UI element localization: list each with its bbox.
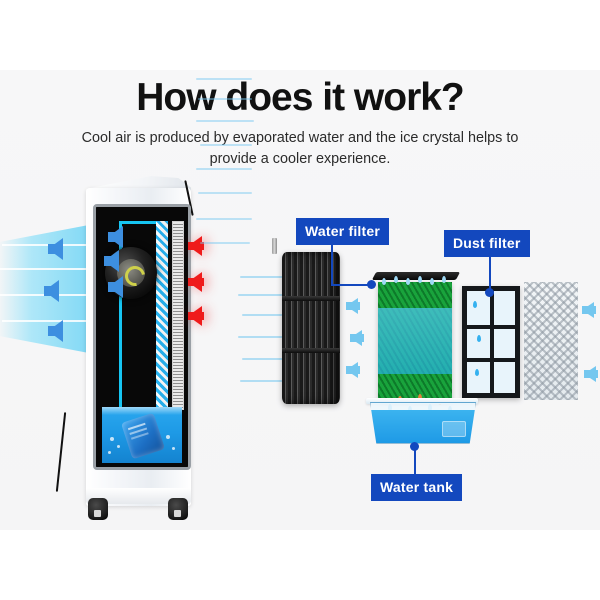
airflow-arrow <box>582 302 596 318</box>
ice-pack-icon <box>120 412 166 460</box>
leader-water-filter <box>331 284 371 286</box>
water-reservoir <box>102 407 182 463</box>
leader-dot-water-filter <box>367 280 376 289</box>
airflow-streak <box>2 244 90 246</box>
exploded-filter-diagram <box>238 190 598 500</box>
airflow-streak <box>0 268 92 270</box>
caster-wheel-icon <box>88 498 108 520</box>
cool-air-arrow <box>48 238 63 260</box>
cooler-base <box>86 488 191 504</box>
internal-air-arrow <box>104 250 119 272</box>
leader-dot-water-tank <box>410 442 419 451</box>
callout-water-filter[interactable]: Water filter <box>296 218 390 245</box>
airflow-arrow <box>346 298 360 314</box>
airflow-arrow <box>584 366 598 382</box>
page-title: How does it work? <box>136 76 465 119</box>
filter-frame-panel <box>462 286 520 398</box>
blower-shaft <box>272 238 277 254</box>
leader-dust-filter <box>489 257 491 291</box>
water-tank-vessel <box>370 402 476 444</box>
airflow-arrow <box>346 362 360 378</box>
airflow-streak <box>2 320 90 322</box>
evaporative-water-filter <box>378 282 452 402</box>
rear-grill <box>172 221 184 410</box>
internal-air-arrow <box>108 276 123 298</box>
internal-air-arrow <box>108 226 123 248</box>
warm-air-arrow <box>188 272 204 292</box>
dust-mesh-filter <box>524 282 578 400</box>
background-airflow <box>196 60 256 260</box>
fan-swirl-icon <box>121 262 149 290</box>
water-tank-lip <box>366 398 478 404</box>
blower-fan-icon <box>282 252 340 404</box>
cool-air-arrow <box>48 320 63 342</box>
caster-wheel-icon <box>168 498 188 520</box>
warm-air-arrow <box>188 236 204 256</box>
leader-water-filter <box>331 245 333 285</box>
leader-dot-dust-filter <box>485 288 494 297</box>
leader-water-tank <box>414 447 416 475</box>
callout-water-tank[interactable]: Water tank <box>371 474 463 501</box>
air-duct <box>119 221 122 421</box>
power-cord-icon <box>55 412 67 492</box>
warm-air-arrow <box>188 306 204 326</box>
cooler-cutaway-illustration <box>0 172 242 524</box>
cooling-pad <box>156 221 168 408</box>
page-subtitle: Cool air is produced by evaporated water… <box>81 130 519 167</box>
cooler-interior-cutaway <box>93 204 191 470</box>
cool-air-arrow <box>44 280 59 302</box>
airflow-arrow <box>350 330 364 346</box>
callout-dust-filter[interactable]: Dust filter <box>444 230 530 257</box>
